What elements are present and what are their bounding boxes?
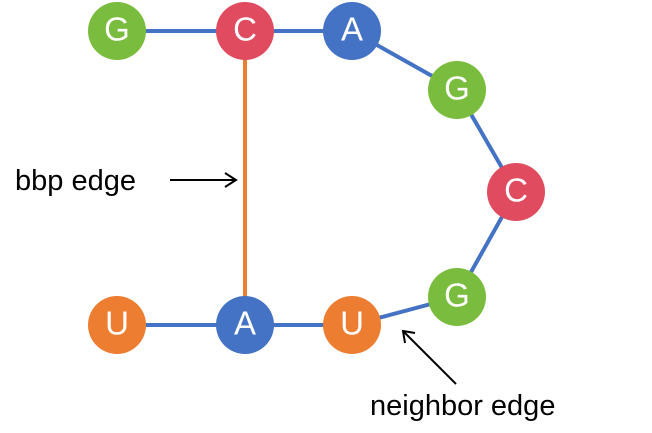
node-letter: G: [444, 277, 470, 314]
node-circle: [216, 2, 274, 60]
nodes-layer: G C A G C G U A U: [88, 2, 545, 354]
node-letter: A: [341, 11, 363, 48]
node-letter: U: [340, 305, 364, 342]
node-letter: G: [104, 11, 130, 48]
neighbor-edge-label: neighbor edge: [370, 390, 555, 422]
node-letter: C: [504, 172, 528, 209]
node-circle: [428, 268, 486, 326]
neighbor-edge-arrow: [402, 330, 457, 385]
node-circle: [216, 296, 274, 354]
node-circle: [323, 296, 381, 354]
node-c: C: [216, 2, 274, 60]
node-u: U: [88, 296, 146, 354]
node-circle: [487, 163, 545, 221]
node-letter: C: [233, 11, 257, 48]
node-letter: U: [105, 305, 129, 342]
node-g: G: [428, 268, 486, 326]
node-circle: [323, 2, 381, 60]
node-circle: [428, 61, 486, 119]
node-circle: [88, 296, 146, 354]
node-letter: A: [234, 305, 256, 342]
neighbor-edge-arrowhead: [401, 329, 416, 344]
node-circle: [88, 2, 146, 60]
node-g: G: [428, 61, 486, 119]
node-c: C: [487, 163, 545, 221]
bbp-edge-label: bbp edge: [15, 165, 136, 197]
node-a: A: [323, 2, 381, 60]
node-a: A: [216, 296, 274, 354]
node-u: U: [323, 296, 381, 354]
node-letter: G: [444, 70, 470, 107]
bbp-edge-arrowhead: [224, 172, 238, 188]
node-g: G: [88, 2, 146, 60]
arrows-layer: [170, 172, 457, 385]
